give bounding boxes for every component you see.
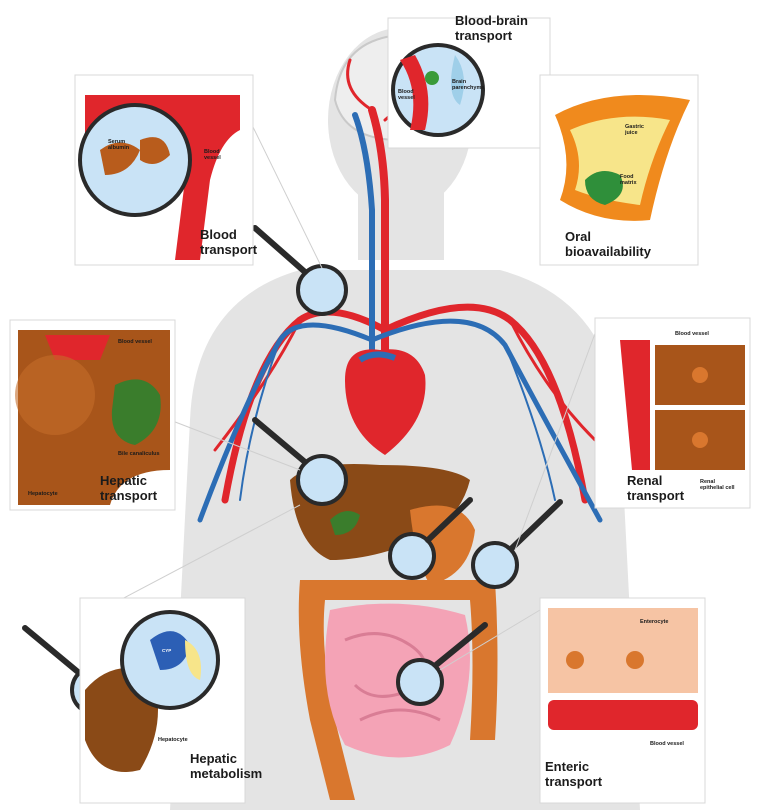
blood-brain-transport-title: Blood-brain transport [455, 14, 528, 43]
brain-parenchyma-label: Brain parenchyma [452, 80, 484, 92]
food-matrix-label: Food matrix [620, 175, 637, 187]
hepatic-transport-title: Hepatic transport [100, 474, 157, 503]
cyp-label: CYP [162, 648, 171, 653]
blood-transport-title: Blood transport [200, 228, 257, 257]
renal-blood-vessel-label: Blood vessel [675, 332, 709, 338]
enteric-blood-vessel-label: Blood vessel [650, 742, 684, 748]
renal-epithelial-label: Renal epithelial cell [700, 480, 735, 492]
serum-albumin-label: Serum albumin [108, 140, 129, 152]
hepatic-metabolism-hepatocyte-label: Hepatocyte [158, 738, 188, 744]
oral-bioavailability-title: Oral bioavailability [565, 230, 651, 259]
renal-transport-title: Renal transport [627, 474, 684, 503]
enteric-transport-title: Enteric transport [545, 760, 602, 789]
bile-canaliculus-label: Bile canaliculus [118, 452, 160, 458]
gastric-juice-label: Gastric juice [625, 125, 644, 137]
hepatocyte-label: Hepatocyte [28, 492, 58, 498]
hepatic-metabolism-title: Hepatic metabolism [190, 752, 262, 781]
enterocyte-label: Enterocyte [640, 620, 668, 626]
blood-transport-vessel-label: Blood vessel [204, 150, 221, 162]
hepatic-blood-vessel-label: Blood vessel [118, 340, 152, 346]
blood-brain-vessel-label: Blood vessel [398, 90, 415, 102]
